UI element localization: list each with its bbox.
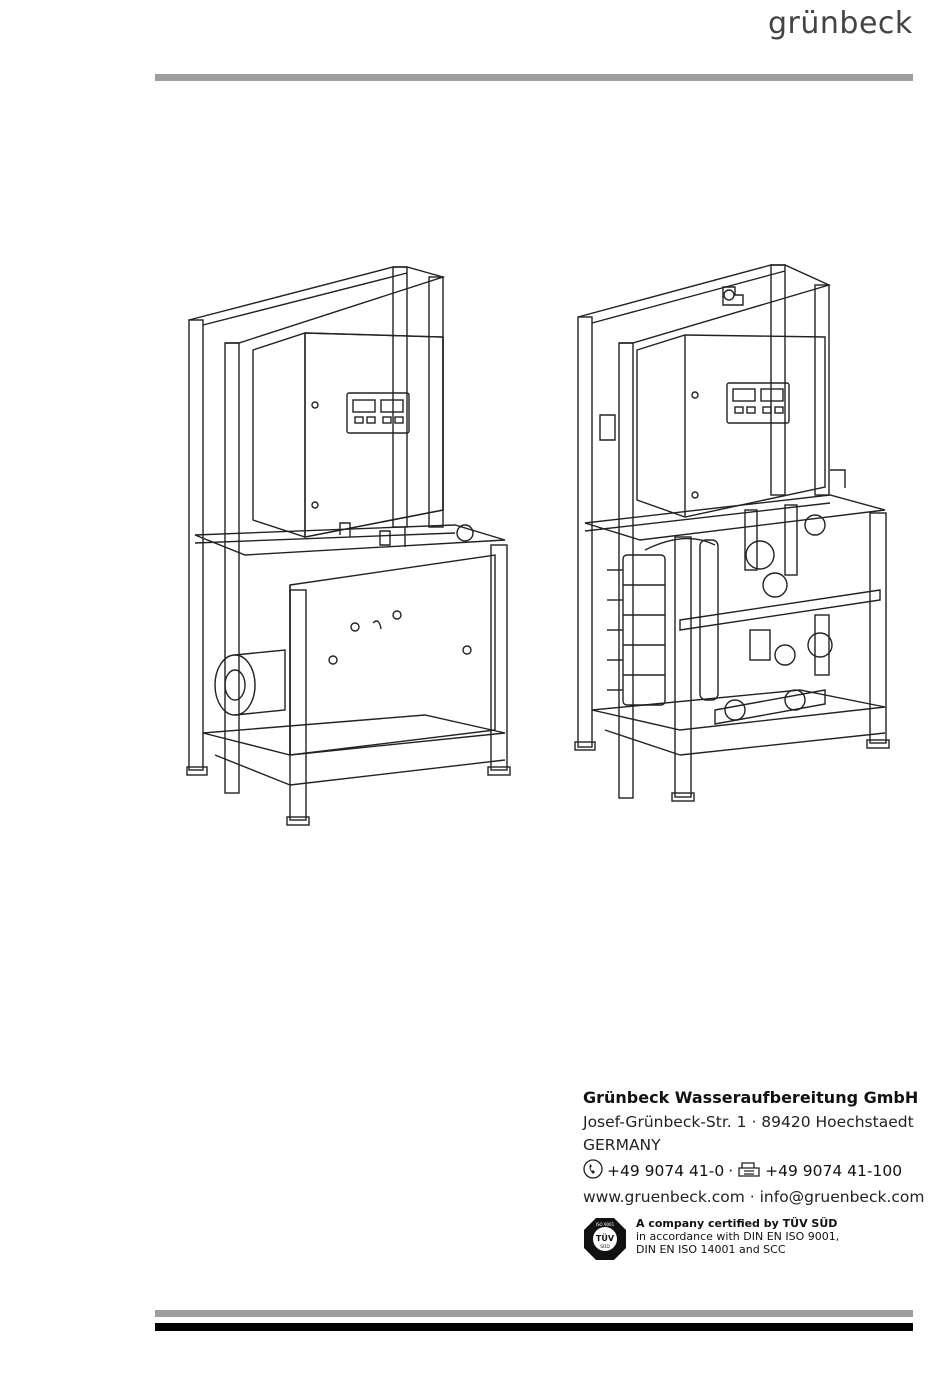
phone-fax-line: +49 9074 41-0 · +49 9074 41-100 — [583, 1159, 923, 1183]
bottom-rule-grey — [155, 1310, 913, 1317]
svg-text:SÜD: SÜD — [600, 1243, 610, 1250]
separator: · — [728, 1162, 733, 1180]
phone-number: +49 9074 41-0 — [607, 1162, 724, 1180]
certification-block: ISO 9001 TÜV SÜD A company certified by … — [583, 1217, 839, 1261]
street-address: Josef-Grünbeck-Str. 1 · 89420 Hoechstaed… — [583, 1113, 923, 1131]
certification-title: A company certified by TÜV SÜD — [636, 1217, 839, 1230]
fax-number: +49 9074 41-100 — [765, 1162, 902, 1180]
certification-text: A company certified by TÜV SÜD in accord… — [636, 1217, 839, 1256]
web-email: www.gruenbeck.com · info@gruenbeck.com — [583, 1188, 923, 1206]
product-illustration — [175, 255, 895, 835]
gruenbeck-logo: grünbeck — [768, 6, 913, 41]
address-block: Grünbeck Wasseraufbereitung GmbH Josef-G… — [583, 1088, 923, 1211]
certification-line-1: in accordance with DIN EN ISO 9001, — [636, 1230, 839, 1243]
company-name: Grünbeck Wasseraufbereitung GmbH — [583, 1088, 923, 1107]
top-rule — [155, 74, 913, 81]
country: GERMANY — [583, 1136, 923, 1154]
certification-line-2: DIN EN ISO 14001 and SCC — [636, 1243, 839, 1256]
svg-text:ISO 9001: ISO 9001 — [596, 1222, 615, 1227]
phone-icon — [583, 1159, 603, 1183]
bottom-rule-black — [155, 1323, 913, 1331]
fax-icon — [737, 1159, 761, 1183]
svg-text:TÜV: TÜV — [596, 1233, 615, 1243]
tuv-sud-badge-icon: ISO 9001 TÜV SÜD — [583, 1217, 627, 1261]
